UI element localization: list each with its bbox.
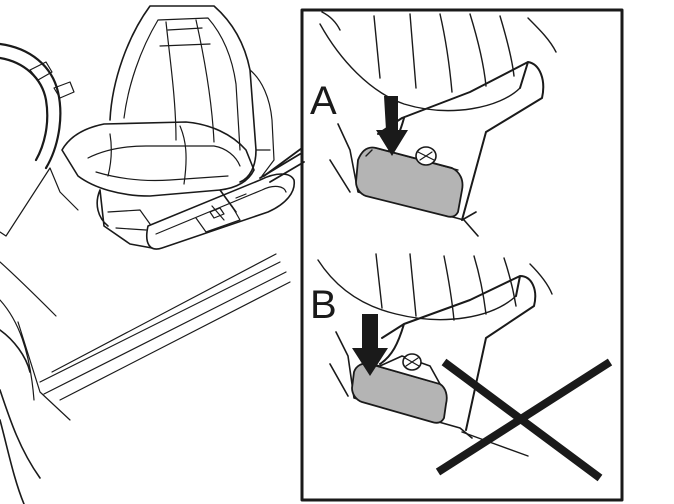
detail-b-side xyxy=(329,331,473,439)
steering-wheel xyxy=(0,42,62,170)
detail-a-cushion xyxy=(319,11,557,112)
bolt-icon xyxy=(402,353,422,371)
adjuster-knob xyxy=(209,193,247,219)
label-a: A xyxy=(310,79,337,123)
bolt-icon xyxy=(415,146,437,166)
seat-side-trim xyxy=(146,173,295,250)
leader-line-lower xyxy=(263,147,303,177)
detail-panel-frame xyxy=(300,8,624,502)
seat-side-trim-inner xyxy=(155,185,287,235)
cross-x-icon xyxy=(435,358,613,482)
lower-body xyxy=(0,329,41,504)
label-b: B xyxy=(310,283,337,327)
detail-a-latch xyxy=(355,146,464,218)
detail-b: B xyxy=(310,253,613,482)
seat-cushion xyxy=(61,121,255,197)
detail-b-housing xyxy=(379,275,537,431)
seat-cushion-inner xyxy=(87,145,241,182)
detail-b-floor xyxy=(461,431,529,457)
detail-a: A xyxy=(310,11,557,237)
headrest xyxy=(159,27,211,47)
steering-column xyxy=(29,61,75,99)
seat-back xyxy=(109,5,257,183)
detail-a-side xyxy=(329,123,479,237)
seat-cushion-seam xyxy=(107,125,187,185)
seat-base-front xyxy=(107,209,151,231)
seat-overview xyxy=(0,5,305,504)
detail-a-housing xyxy=(377,61,545,221)
door-frame xyxy=(0,167,79,421)
arrow-down-icon xyxy=(352,314,388,376)
seat-back-side xyxy=(249,69,275,177)
door-sill xyxy=(39,253,291,401)
arrow-down-icon xyxy=(376,96,408,156)
detail-b-cushion xyxy=(317,253,553,321)
